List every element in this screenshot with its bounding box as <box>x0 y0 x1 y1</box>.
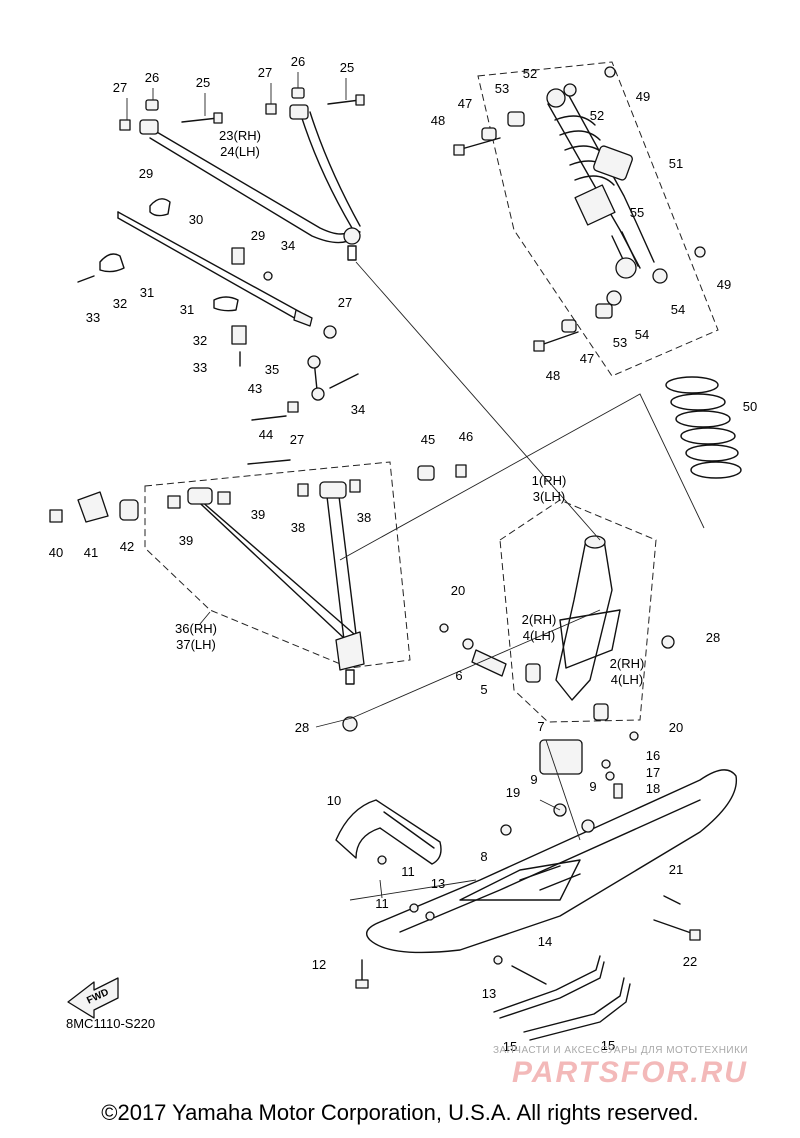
callout-label: 51 <box>669 156 683 171</box>
diagram-code: 8MC1110-S220 <box>66 1016 156 1031</box>
callout-label: 8 <box>480 849 487 864</box>
callout-label: 41 <box>84 545 98 560</box>
stabilizer-bar <box>77 198 337 367</box>
callout-label: 53 <box>613 335 627 350</box>
callout-label: 35 <box>265 362 279 377</box>
callout-label: 54 <box>635 327 649 342</box>
callout-label: 34 <box>351 402 365 417</box>
callout-label: 18 <box>646 781 660 796</box>
callout-label: 27 <box>113 80 127 95</box>
callout-label: 48 <box>431 113 445 128</box>
callout-label: 17 <box>646 765 660 780</box>
callout-label: 27 <box>290 432 304 447</box>
ski-wear-bars <box>493 955 631 1041</box>
callout-label: 39 <box>179 533 193 548</box>
callout-label: 48 <box>546 368 560 383</box>
callout-label: 28 <box>706 630 720 645</box>
callout-label: 36(RH) <box>175 621 217 636</box>
callout-label: 46 <box>459 429 473 444</box>
fwd-arrow-icon: FWD <box>67 977 119 1019</box>
upper-a-arm <box>139 104 361 261</box>
callout-label: 3(LH) <box>533 489 566 504</box>
callout-label: 5 <box>480 682 487 697</box>
callout-label: 26 <box>291 54 305 69</box>
callout-label: 14 <box>538 934 552 949</box>
callout-label: 16 <box>646 748 660 763</box>
watermark-logo: PARTSFOR.RU <box>512 1056 748 1089</box>
callout-label: 29 <box>139 166 153 181</box>
callout-label: 52 <box>523 66 537 81</box>
callout-label: 43 <box>248 381 262 396</box>
callout-labels: 27 26 25 27 26 25 23(RH)24(LH) 29 30 29 34 32 31 33 31… <box>49 54 757 1054</box>
callout-label: 12 <box>312 957 326 972</box>
callout-label: 13 <box>431 876 445 891</box>
callout-label: 27 <box>258 65 272 80</box>
callout-label: 10 <box>327 793 341 808</box>
callout-label: 22 <box>683 954 697 969</box>
callout-label: 49 <box>717 277 731 292</box>
callout-label: 21 <box>669 862 683 877</box>
callout-label: 32 <box>193 333 207 348</box>
ski <box>335 739 738 989</box>
callout-label: 9 <box>589 779 596 794</box>
callout-label: 52 <box>590 108 604 123</box>
callout-label: 11 <box>401 864 415 879</box>
coil-spring <box>665 376 742 479</box>
callout-label: 31 <box>180 302 194 317</box>
callout-label: 42 <box>120 539 134 554</box>
callout-label: 20 <box>669 720 683 735</box>
ski-spindle <box>439 499 675 741</box>
callout-label: 4(LH) <box>523 628 556 643</box>
shock-absorber <box>453 61 719 377</box>
callout-label: 37(LH) <box>176 637 216 652</box>
callout-label: 19 <box>506 785 520 800</box>
callout-label: 15 <box>601 1038 615 1053</box>
callout-label: 7 <box>537 719 544 734</box>
callout-label: 26 <box>145 70 159 85</box>
callout-label: 27 <box>338 295 352 310</box>
callout-label: 11 <box>375 896 389 911</box>
callout-label: 54 <box>671 302 685 317</box>
callout-label: 31 <box>140 285 154 300</box>
callout-label: 33 <box>86 310 100 325</box>
leader-lines <box>199 261 705 901</box>
upper-arm-hardware <box>119 72 365 131</box>
callout-label: 13 <box>482 986 496 1001</box>
callout-label: 47 <box>458 96 472 111</box>
callout-label: 29 <box>251 228 265 243</box>
callout-label: 9 <box>530 772 537 787</box>
callout-label: 25 <box>340 60 354 75</box>
callout-label: 53 <box>495 81 509 96</box>
callout-label: 45 <box>421 432 435 447</box>
callout-label: 50 <box>743 399 757 414</box>
callout-label: 1(RH) <box>532 473 567 488</box>
callout-label: 47 <box>580 351 594 366</box>
callout-label: 49 <box>636 89 650 104</box>
callout-label: 39 <box>251 507 265 522</box>
callout-label: 32 <box>113 296 127 311</box>
callout-label: 2(RH) <box>522 612 557 627</box>
callout-label: 15 <box>503 1039 517 1054</box>
callout-label: 6 <box>455 668 462 683</box>
callout-label: 33 <box>193 360 207 375</box>
callout-label: 55 <box>630 205 644 220</box>
callout-label: 4(LH) <box>611 672 644 687</box>
lower-a-arm <box>49 355 467 732</box>
callout-label: 25 <box>196 75 210 90</box>
callout-label: 38 <box>291 520 305 535</box>
callout-label: 44 <box>259 427 273 442</box>
callout-label: 34 <box>281 238 295 253</box>
callout-label: 40 <box>49 545 63 560</box>
callout-label: 28 <box>295 720 309 735</box>
watermark-tagline: ЗАПЧАСТИ И АКСЕССУАРЫ ДЛЯ МОТОТЕХНИКИ <box>493 1045 749 1056</box>
callout-label: 24(LH) <box>220 144 260 159</box>
callout-label: 23(RH) <box>219 128 261 143</box>
callout-label: 20 <box>451 583 465 598</box>
copyright-notice: ©2017 Yamaha Motor Corporation, U.S.A. A… <box>101 1100 699 1125</box>
callout-label: 30 <box>189 212 203 227</box>
callout-label: 38 <box>357 510 371 525</box>
callout-label: 2(RH) <box>610 656 645 671</box>
